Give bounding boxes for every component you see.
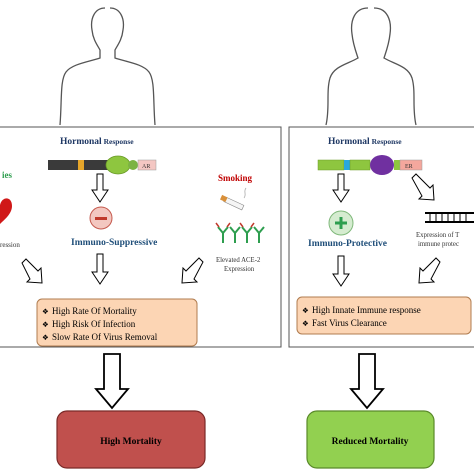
arrow-diag-right-1 [411,173,435,201]
svg-text:❖: ❖ [302,319,309,328]
reduced-mortality-box [306,410,435,469]
left-effects-box [36,298,198,347]
right-panel-title: Hormonal Response [328,137,402,147]
arrow-to-high-mortality [94,353,130,410]
ace2-line1: Elevated ACE-2 [216,257,261,264]
expression-line2: immune protec [418,241,459,248]
left-effect-row-0: ❖ High Rate Of Mortality [42,306,137,316]
left-effect-row-1: ❖ High Risk Of Infection [42,319,136,329]
plus-circle-icon [328,210,354,236]
right-effects-box [296,296,472,335]
receptor-tag-ar: AR [142,164,150,170]
arrow-to-reduced-mortality [349,353,385,410]
arrow-down-right-2 [332,255,350,287]
svg-text:Slow Rate Of Virus Removal: Slow Rate Of Virus Removal [52,332,158,342]
left-effect-row-2: ❖ Slow Rate Of Virus Removal [42,332,158,342]
svg-text:High Rate Of Mortality: High Rate Of Mortality [52,306,137,316]
left-panel-title: Hormonal Response [60,137,134,147]
ace2-line2: Expression [224,266,255,273]
ace2-receptor-icon [215,222,265,243]
male-panel [0,126,282,348]
svg-text:❖: ❖ [42,333,49,342]
immuno-suppressive-label: Immuno-Suppressive [71,238,157,248]
right-effect-row-1: ❖ Fast Virus Clearance [302,318,387,328]
svg-text:Fast Virus Clearance: Fast Virus Clearance [312,318,387,328]
arrow-diag-left [21,258,43,284]
svg-text:❖: ❖ [42,307,49,316]
cigarette-icon [220,187,247,211]
minus-circle-icon [89,206,113,230]
androgen-receptor-bar: AR [48,155,157,175]
arrow-down-right-1 [332,173,350,203]
female-silhouette-icon [325,7,417,126]
arrow-diag-right-2 [418,257,441,284]
comorbidity-expression-partial: ression [0,241,20,249]
reduced-mortality-label: Reduced Mortality [332,437,409,447]
arrow-diag-smoking [181,257,204,284]
receptor-tag-er: ER [405,164,413,170]
svg-text:❖: ❖ [42,320,49,329]
arrow-down-left-1 [91,173,109,203]
svg-text:High Innate Immune response: High Innate Immune response [312,305,421,315]
expression-line1: Expression of T [416,232,460,239]
heart-icon [0,198,12,224]
dna-strand-icon [425,212,474,223]
high-mortality-label: High Mortality [100,437,162,447]
right-effect-row-0: ❖ High Innate Immune response [302,305,421,315]
immuno-protective-label: Immuno-Protective [308,239,387,249]
female-panel [288,126,474,348]
estrogen-receptor-bar: ER [317,155,423,175]
smoking-label: Smoking [218,173,253,183]
arrow-down-left-2 [91,253,109,285]
svg-text:❖: ❖ [302,306,309,315]
male-silhouette-icon [59,7,156,126]
high-mortality-box [56,410,206,469]
svg-text:High Risk Of Infection: High Risk Of Infection [52,319,136,329]
comorbidities-label-partial: ies [2,170,12,180]
